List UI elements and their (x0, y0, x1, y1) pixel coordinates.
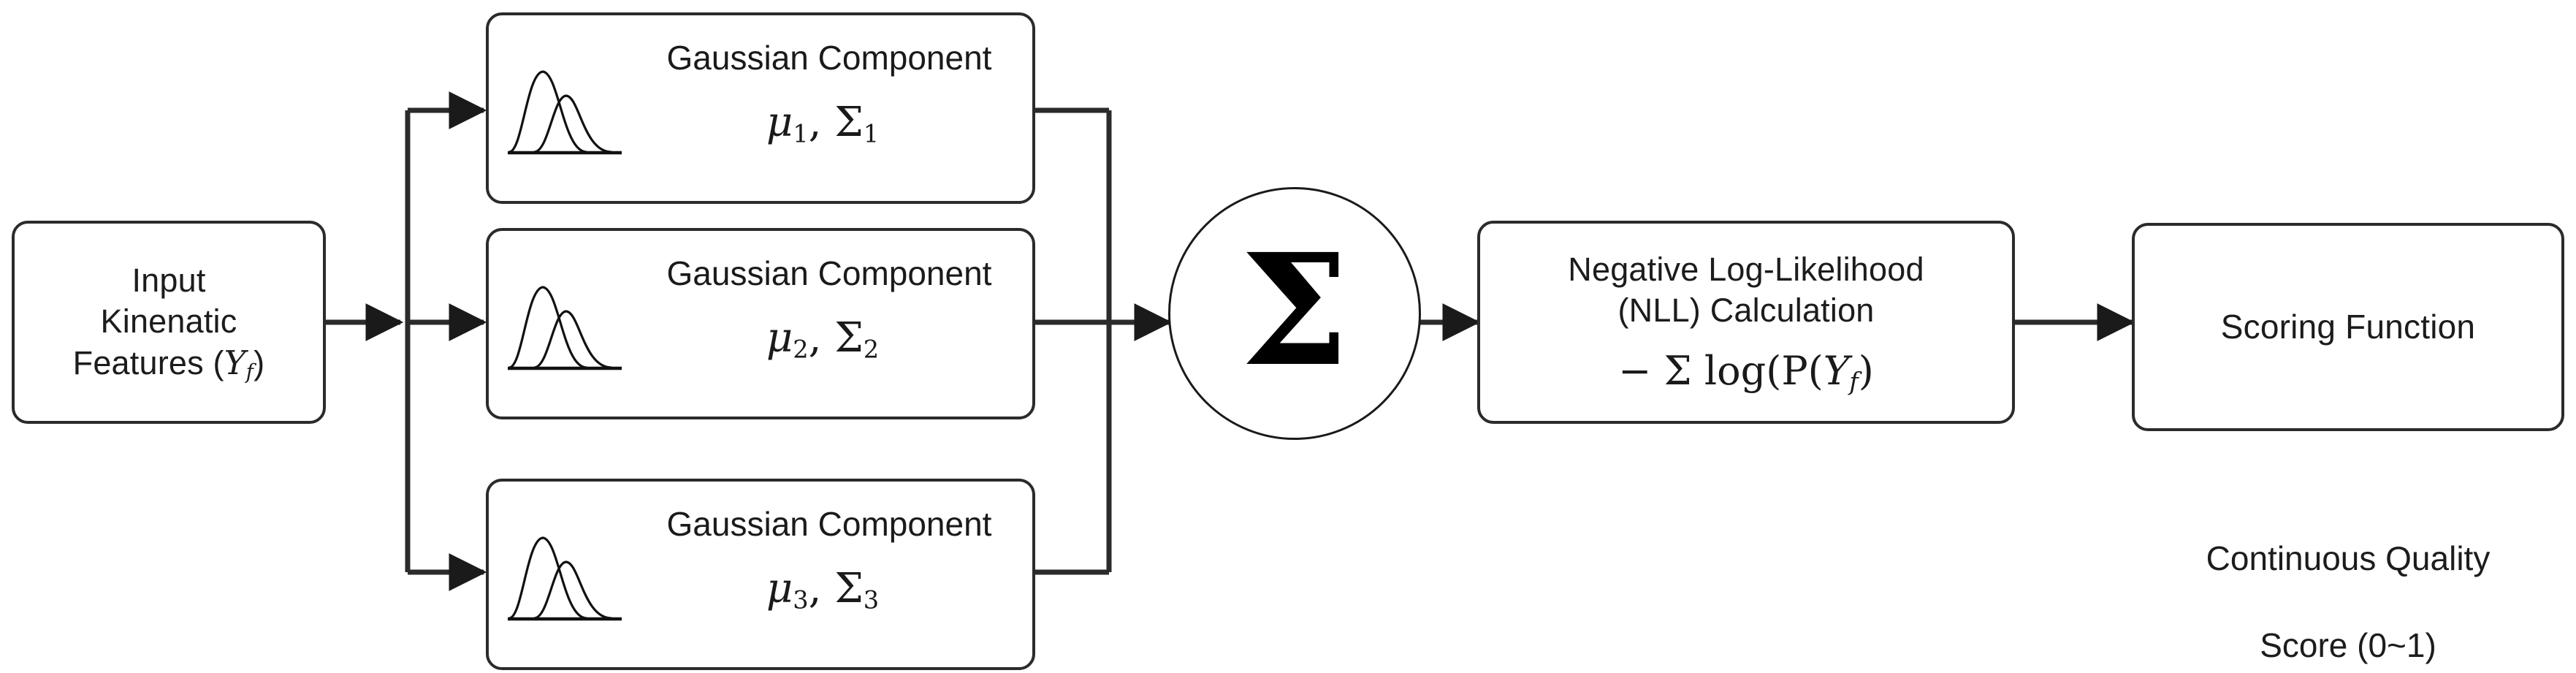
nll-node-line1: Negative Log-Likelihood (1568, 250, 1924, 288)
nll-formula: − Σ log(P(Yf) (1618, 348, 1874, 395)
gaussian-component-node-1[interactable]: Gaussian Component μ1, Σ1 (486, 12, 1035, 204)
scoring-node-label: Scoring Function (2220, 307, 2476, 346)
input-node-line3-suffix: ) (254, 344, 265, 382)
gaussian-node-2-sigma-index: 2 (863, 335, 880, 364)
sigma-summation-icon: Σ (1240, 220, 1349, 400)
fanout-trunk (405, 91, 487, 591)
gaussian-node-2-params: μ2, Σ2 (766, 314, 880, 364)
gaussian-node-3-sigma-index: 3 (863, 585, 880, 615)
gaussian-curves-icon (508, 286, 622, 370)
gaussian-node-2-mu: μ (766, 314, 793, 362)
scoring-function-node[interactable]: Scoring Function (2132, 223, 2564, 431)
gaussian-node-3-params: μ3, Σ3 (766, 565, 880, 615)
input-node-line3: Features (Yf) (73, 343, 265, 384)
gaussian-node-3-mu-index: 3 (793, 585, 809, 615)
gaussian-component-node-2[interactable]: Gaussian Component μ2, Σ2 (486, 228, 1035, 419)
nll-formula-variable: Y (1823, 348, 1850, 394)
gaussian-node-1-mu: μ (766, 99, 793, 147)
gaussian-node-1-mu-index: 1 (793, 119, 809, 148)
score-caption-line1: Continuous Quality (2206, 539, 2491, 577)
merge-trunk (1035, 107, 1173, 575)
nll-calculation-node[interactable]: Negative Log-Likelihood (NLL) Calculatio… (1477, 221, 2015, 424)
gaussian-node-1-sigma: Σ (834, 99, 864, 147)
input-node-line1: Input (132, 261, 206, 299)
gaussian-component-node-3[interactable]: Gaussian Component μ3, Σ3 (486, 479, 1035, 670)
gaussian-node-1-sigma-index: 1 (863, 119, 880, 148)
nll-node-line2: (NLL) Calculation (1617, 292, 1875, 330)
score-caption-line2: Score (0~1) (2260, 626, 2436, 665)
continuous-quality-score-caption: Continuous Quality Score (0~1) (2132, 493, 2564, 673)
gaussian-node-1-text: Gaussian Component μ1, Σ1 (633, 39, 1025, 148)
gaussian-node-3-title: Gaussian Component (666, 504, 992, 543)
gaussian-node-2-mu-index: 2 (793, 335, 809, 364)
gaussian-node-3-text: Gaussian Component μ3, Σ3 (633, 506, 1025, 615)
nll-formula-subscript: f (1849, 367, 1859, 396)
nll-formula-prefix: − Σ log(P( (1618, 348, 1824, 394)
summation-node[interactable]: Σ (1168, 187, 1421, 440)
nll-formula-suffix: ) (1858, 348, 1874, 394)
input-node-line3-prefix: Features ( (72, 344, 224, 382)
gaussian-node-1-title: Gaussian Component (666, 38, 992, 77)
gaussian-node-1-params: μ1, Σ1 (766, 99, 880, 148)
gaussian-node-2-sigma: Σ (834, 314, 864, 362)
gaussian-node-3-mu: μ (766, 565, 793, 613)
input-node-variable: Y (224, 343, 246, 383)
gaussian-curves-icon (508, 536, 622, 621)
gaussian-curves-icon (508, 70, 622, 155)
input-kinematic-features-node[interactable]: Input Kinenatic Features (Yf) (12, 221, 326, 424)
input-node-subscript: f (245, 360, 254, 384)
gaussian-node-2-title: Gaussian Component (666, 254, 992, 292)
input-node-line2: Kinenatic (100, 303, 237, 341)
gaussian-node-3-sigma: Σ (834, 565, 864, 613)
gaussian-node-2-text: Gaussian Component μ2, Σ2 (633, 255, 1025, 364)
